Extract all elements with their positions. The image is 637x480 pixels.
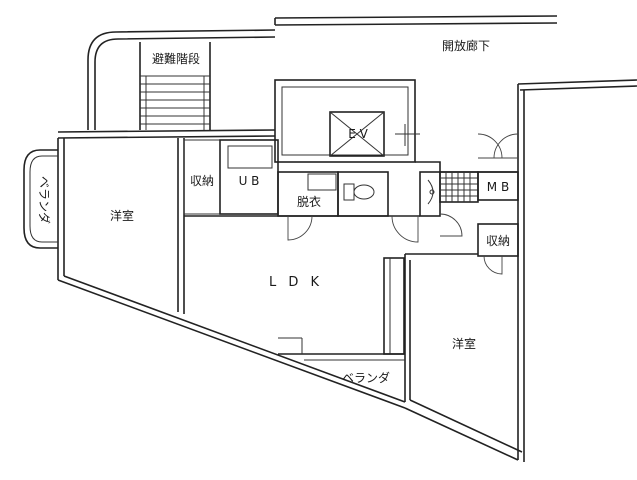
toilet bbox=[337, 171, 389, 217]
meter-box-label: M B bbox=[487, 180, 509, 194]
veranda-left-label: ベランダ bbox=[37, 176, 52, 224]
entrance-tiles bbox=[439, 171, 479, 203]
ldk-label: L D K bbox=[269, 275, 323, 290]
western-room-left bbox=[177, 138, 185, 314]
dressing-room-label: 脱衣 bbox=[297, 194, 321, 209]
meter-box bbox=[477, 171, 519, 201]
open-corridor-label: 開放廊下 bbox=[442, 38, 490, 53]
storage-right-label: 収納 bbox=[486, 234, 510, 248]
ldk bbox=[184, 215, 420, 355]
western-room-right bbox=[404, 253, 478, 402]
dressing-room bbox=[277, 171, 339, 217]
western-room-right-label: 洋室 bbox=[452, 336, 476, 351]
unit-bath-label: U B bbox=[239, 174, 260, 188]
veranda-bottom-label: ベランダ bbox=[342, 370, 390, 385]
evacuation-stairs bbox=[87, 29, 276, 130]
veranda-left bbox=[23, 149, 58, 249]
elevator-core bbox=[274, 79, 420, 163]
washbasin bbox=[419, 171, 441, 217]
doors bbox=[287, 133, 519, 275]
storage-left-label: 収納 bbox=[190, 174, 214, 188]
western-room-left-label: 洋室 bbox=[110, 208, 134, 223]
open-corridor bbox=[274, 15, 637, 462]
storage-right bbox=[477, 223, 519, 257]
elevator-label: E V bbox=[348, 127, 368, 141]
evacuation-stairs-label: 避難階段 bbox=[152, 51, 200, 66]
